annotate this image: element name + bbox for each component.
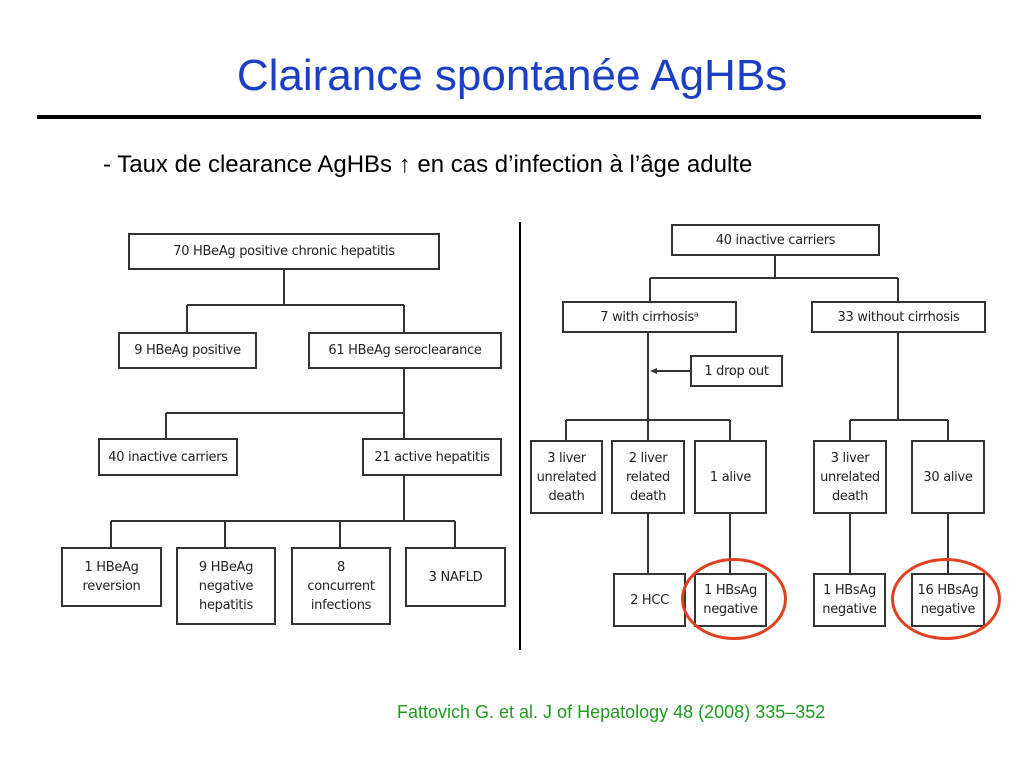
box-label: 21 active hepatitis — [374, 449, 490, 465]
highlight-circle-cirrhosis — [681, 558, 787, 640]
box-hbeag-seroclearance: 61 HBeAg seroclearance — [308, 332, 502, 369]
slide-subtitle: - Taux de clearance AgHBs ↑ en cas d’inf… — [103, 151, 753, 178]
box-inactive-carriers-right: 40 inactive carriers — [671, 224, 880, 256]
box-inactive-carriers-left: 40 inactive carriers — [98, 438, 238, 476]
box-label: 7 with cirrhosisᵃ — [600, 309, 699, 325]
box-label: 2 liver related death — [626, 450, 670, 504]
box-label: 1 alive — [709, 469, 752, 485]
box-hcc: 2 HCC — [613, 573, 686, 627]
box-label: 1 drop out — [704, 363, 769, 379]
box-without-cirrhosis: 33 without cirrhosis — [811, 301, 986, 333]
box-hbeag-negative-hepatitis: 9 HBeAg negative hepatitis — [176, 547, 276, 625]
box-label: 70 HBeAg positive chronic hepatitis — [173, 244, 395, 259]
box-label: 61 HBeAg seroclearance — [328, 343, 482, 358]
box-drop-out: 1 drop out — [690, 355, 783, 387]
box-concurrent-infections: 8 concurrent infections — [291, 547, 391, 625]
box-hbeag-reversion: 1 HBeAg reversion — [61, 547, 162, 607]
box-liver-unrelated-death-no-cirrhosis: 3 liver unrelated death — [813, 440, 887, 514]
box-label: 8 concurrent infections — [307, 559, 375, 613]
box-label: 3 liver unrelated death — [820, 450, 880, 504]
box-nafld: 3 NAFLD — [405, 547, 506, 607]
box-label: 30 alive — [923, 469, 973, 485]
citation: Fattovich G. et al. J of Hepatology 48 (… — [397, 702, 826, 722]
slide-title: Clairance spontanée AgHBs — [236, 51, 788, 100]
box-hbeag-positive: 9 HBeAg positive — [118, 332, 257, 369]
box-label: 3 NAFLD — [428, 569, 483, 585]
box-label: 3 liver unrelated death — [536, 450, 597, 504]
box-alive-no-cirrhosis: 30 alive — [911, 440, 985, 514]
box-label: 9 HBeAg positive — [134, 343, 241, 358]
box-label: 2 HCC — [630, 592, 669, 608]
box-hbeag-positive-chronic-hepatitis: 70 HBeAg positive chronic hepatitis — [128, 233, 440, 270]
box-label: 1 HBeAg reversion — [82, 560, 141, 594]
box-liver-related-death: 2 liver related death — [611, 440, 685, 514]
box-label: 40 inactive carriers — [715, 232, 836, 248]
box-active-hepatitis: 21 active hepatitis — [362, 438, 502, 476]
highlight-circle-no-cirrhosis — [891, 558, 1001, 640]
box-liver-unrelated-death-cirrhosis: 3 liver unrelated death — [530, 440, 603, 514]
box-label: 9 HBeAg negative hepatitis — [198, 559, 254, 613]
box-alive-cirrhosis: 1 alive — [694, 440, 767, 514]
box-label: 33 without cirrhosis — [837, 309, 960, 325]
box-label: 1 HBsAg negative — [822, 583, 877, 617]
box-with-cirrhosis: 7 with cirrhosisᵃ — [562, 301, 737, 333]
box-label: 40 inactive carriers — [108, 449, 228, 465]
title-underline — [37, 115, 981, 119]
box-hbsag-negative-unrelated: 1 HBsAg negative — [813, 573, 886, 627]
panel-divider — [519, 222, 521, 650]
